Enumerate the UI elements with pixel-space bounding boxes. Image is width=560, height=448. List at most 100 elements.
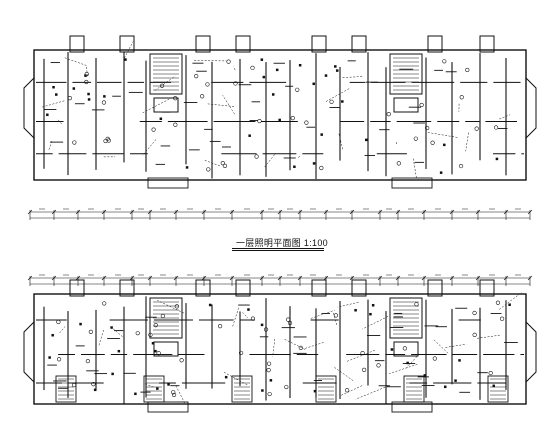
- switch-icon: [423, 374, 427, 377]
- dimension-tick: [173, 275, 179, 281]
- switch-icon: [260, 58, 264, 61]
- dimension-tick: [259, 209, 265, 215]
- light-fixture-icon: [105, 136, 110, 141]
- lighting-circuit: [64, 57, 87, 66]
- light-fixture-icon: [319, 165, 324, 171]
- balcony-column: [351, 279, 367, 297]
- light-fixture-icon: [250, 316, 256, 321]
- lighting-circuit: [222, 95, 235, 115]
- light-fixture-icon: [91, 382, 96, 387]
- switch-icon: [341, 100, 344, 103]
- switch-icon: [156, 387, 159, 390]
- lighting-circuit: [433, 339, 449, 354]
- lighting-circuit: [310, 309, 335, 319]
- light-fixture-icon: [88, 329, 93, 334]
- dimension-tick: [129, 275, 135, 281]
- dimension-tick: [503, 209, 509, 215]
- light-fixture-icon: [386, 111, 391, 117]
- stair-core: [487, 375, 509, 403]
- upper-floor-plan: [23, 35, 537, 189]
- lighting-circuit: [355, 385, 389, 400]
- dimension-tick: [129, 209, 135, 215]
- exterior-wall: [33, 293, 527, 405]
- lighting-circuit: [233, 66, 236, 71]
- stair-core: [403, 375, 425, 403]
- balcony-column: [427, 279, 443, 297]
- entrance-recess: [147, 401, 189, 413]
- switch-icon: [275, 68, 279, 72]
- light-fixture-icon: [222, 163, 228, 168]
- switch-icon: [52, 85, 55, 89]
- switch-icon: [271, 93, 275, 96]
- lighting-circuit: [264, 152, 276, 168]
- lighting-circuit: [362, 316, 389, 330]
- dimension-tick: [449, 275, 455, 281]
- lighting-circuit: [346, 350, 375, 362]
- switch-icon: [278, 118, 281, 122]
- lighting-circuit: [124, 41, 134, 59]
- lighting-circuit: [232, 306, 240, 327]
- balcony-column: [195, 35, 211, 53]
- lighting-circuit: [333, 366, 354, 381]
- light-fixture-icon: [396, 161, 401, 166]
- switch-icon: [151, 341, 155, 345]
- lighting-circuit: [465, 132, 469, 152]
- light-fixture-icon: [84, 72, 89, 77]
- light-fixture-icon: [284, 384, 289, 390]
- lighting-circuit: [426, 131, 458, 138]
- lighting-circuit: [389, 364, 418, 374]
- light-fixture-icon: [217, 324, 223, 329]
- light-fixture-icon: [287, 320, 293, 326]
- switch-icon: [248, 134, 251, 137]
- lighting-circuit: [98, 329, 104, 347]
- light-fixture-icon: [102, 301, 107, 306]
- balcony-column: [119, 35, 135, 53]
- lighting-circuit: [112, 328, 124, 338]
- switch-icon: [46, 113, 49, 117]
- lighting-circuit: [157, 300, 185, 314]
- dimension-tick: [297, 275, 303, 281]
- lighting-circuit: [42, 100, 65, 108]
- balcony-column: [69, 279, 85, 297]
- lighting-circuit: [339, 385, 363, 397]
- light-fixture-icon: [206, 167, 211, 172]
- switch-icon: [247, 308, 250, 311]
- light-fixture-icon: [84, 79, 89, 85]
- switch-icon: [293, 165, 296, 169]
- lighting-circuit: [48, 141, 53, 151]
- switch-icon: [454, 379, 457, 382]
- bay-window: [23, 321, 35, 383]
- light-fixture-icon: [266, 361, 272, 366]
- light-fixture-icon: [266, 368, 271, 373]
- elevator-shaft: [393, 97, 419, 113]
- stair-core: [143, 375, 165, 403]
- switch-icon: [224, 375, 228, 379]
- elevator-shaft: [153, 341, 179, 357]
- balcony-column: [427, 35, 443, 53]
- stair-core: [55, 375, 77, 403]
- light-fixture-icon: [472, 310, 477, 316]
- dimension-tick: [421, 275, 427, 281]
- light-fixture-icon: [267, 391, 272, 397]
- light-fixture-icon: [295, 87, 300, 92]
- switch-icon: [110, 326, 113, 329]
- light-fixture-icon: [419, 102, 424, 108]
- lighting-circuit: [223, 372, 248, 386]
- light-fixture-icon: [101, 100, 107, 105]
- switch-icon: [117, 349, 121, 353]
- stair-core: [389, 297, 423, 339]
- lighting-circuit: [194, 60, 227, 62]
- switch-icon: [167, 383, 170, 386]
- lighting-circuit: [175, 385, 186, 405]
- dimension-tick: [75, 209, 81, 215]
- lighting-circuit: [305, 342, 324, 349]
- bay-window: [525, 77, 537, 139]
- light-fixture-icon: [194, 74, 199, 79]
- switch-icon: [334, 65, 337, 68]
- light-fixture-icon: [171, 390, 176, 395]
- light-fixture-icon: [304, 120, 309, 125]
- switch-icon: [72, 87, 76, 90]
- stair-core: [149, 53, 183, 95]
- lighting-circuit: [445, 343, 467, 348]
